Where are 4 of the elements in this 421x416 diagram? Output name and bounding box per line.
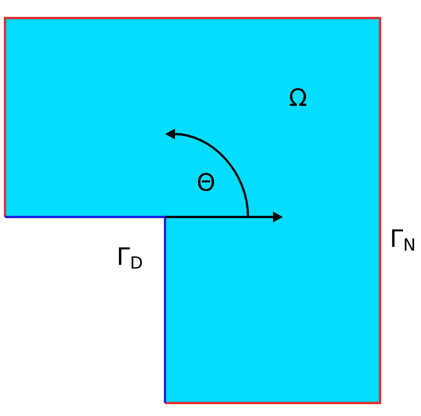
symbol-label: Ω bbox=[290, 88, 306, 106]
symbol-label: Γ$_{D}$ bbox=[118, 247, 142, 269]
symbol-label: Γ$_{N}$ bbox=[392, 229, 414, 251]
symbol-label: Θ bbox=[198, 172, 214, 192]
